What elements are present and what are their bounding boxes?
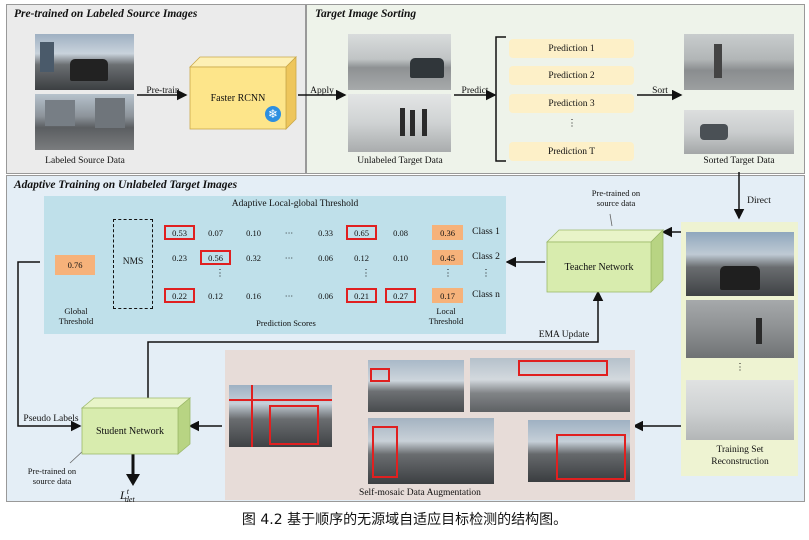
score-cell: 0.21 — [346, 288, 377, 303]
source-image-1 — [35, 34, 134, 90]
mosaic-tile-1 — [368, 360, 464, 412]
score-cell: 0.65 — [346, 225, 377, 240]
sorting-panel-title: Target Image Sorting — [315, 8, 417, 20]
class-label: Class n — [472, 290, 500, 300]
prediction-3: Prediction 3 — [509, 94, 634, 113]
local-threshold-cell: 0.45 — [432, 250, 463, 265]
score-ellipsis: ··· — [284, 227, 294, 238]
training-image-3 — [686, 380, 794, 440]
local-threshold-cell: 0.17 — [432, 288, 463, 303]
teacher-network-label: Teacher Network — [564, 261, 634, 273]
row-ellipsis: ⋮ — [361, 269, 371, 279]
unlabeled-target-label: Unlabeled Target Data — [357, 156, 443, 166]
prediction-2: Prediction 2 — [509, 66, 634, 85]
student-pretrained-note: Pre-trained on source data — [27, 466, 77, 486]
student-network-box — [80, 397, 192, 455]
pretrain-panel-title: Pre-trained on Labeled Source Images — [14, 8, 198, 20]
target-image-1 — [348, 34, 451, 90]
nms-box — [113, 219, 153, 309]
score-cell: 0.06 — [318, 252, 333, 263]
loss-subscript: det — [124, 495, 135, 505]
mosaic-tile-4 — [528, 420, 630, 482]
score-cell: 0.32 — [246, 252, 261, 263]
student-network-label: Student Network — [95, 425, 165, 437]
target-image-2 — [348, 94, 451, 152]
mosaic-result-image — [229, 385, 332, 447]
prediction-t: Prediction T — [509, 142, 634, 161]
mosaic-tile-3 — [368, 418, 494, 484]
mosaic-tile-2 — [470, 358, 630, 412]
score-ellipsis: ··· — [284, 290, 294, 301]
pseudo-labels-label: Pseudo Labels — [23, 414, 79, 424]
score-cell: 0.53 — [164, 225, 195, 240]
predictions-ellipsis: ⋮ — [567, 119, 577, 129]
global-threshold-value: 0.76 — [55, 255, 95, 275]
local-threshold-cell: 0.36 — [432, 225, 463, 240]
threshold-title: Adaptive Local-global Threshold — [231, 199, 359, 209]
sort-arrow-label: Sort — [652, 86, 668, 96]
pretrain-arrow-label: Pre-train — [146, 86, 180, 96]
direct-arrow-label: Direct — [747, 196, 771, 206]
snowflake-icon: ❄ — [265, 106, 281, 122]
score-cell: 0.12 — [208, 290, 223, 301]
self-mosaic-label: Self-mosaic Data Augmentation — [359, 488, 481, 498]
detection-loss: Ltdet — [120, 487, 135, 504]
score-cell: 0.12 — [354, 252, 369, 263]
training-image-2 — [686, 300, 794, 358]
score-cell: 0.08 — [393, 227, 408, 238]
score-cell: 0.06 — [318, 290, 333, 301]
loss-superscript: t — [126, 487, 129, 496]
score-cell: 0.10 — [393, 252, 408, 263]
class-label: Class 2 — [472, 252, 500, 262]
prediction-1: Prediction 1 — [509, 39, 634, 58]
score-cell: 0.27 — [385, 288, 416, 303]
sorted-target-label: Sorted Target Data — [703, 156, 775, 166]
sorted-image-2 — [684, 110, 794, 154]
predict-arrow-label: Predict — [461, 86, 489, 96]
ema-update-label: EMA Update — [538, 330, 590, 340]
adaptive-panel-title: Adaptive Training on Unlabeled Target Im… — [14, 179, 238, 191]
score-cell: 0.16 — [246, 290, 261, 301]
training-image-1 — [686, 232, 794, 296]
score-cell: 0.07 — [208, 227, 223, 238]
teacher-network-box — [546, 229, 664, 293]
labeled-source-label: Labeled Source Data — [45, 156, 125, 166]
loss-symbol: L — [120, 488, 127, 502]
faster-rcnn-box — [189, 56, 297, 130]
training-ellipsis: ⋮ — [735, 363, 745, 373]
score-cell: 0.22 — [164, 288, 195, 303]
source-image-2 — [35, 94, 134, 150]
local-threshold-label: Local Threshold — [428, 306, 464, 326]
global-threshold-label: Global Threshold — [58, 306, 94, 326]
nms-label: NMS — [122, 257, 144, 267]
class-label: Class 1 — [472, 227, 500, 237]
teacher-pretrained-note: Pre-trained on source data — [591, 188, 641, 208]
faster-rcnn-label: Faster RCNN — [210, 92, 266, 104]
sorted-image-1 — [684, 34, 794, 90]
row-ellipsis: ⋮ — [443, 269, 453, 279]
score-cell: 0.10 — [246, 227, 261, 238]
row-ellipsis: ⋮ — [481, 269, 491, 279]
training-set-label: Training Set Reconstruction — [711, 445, 769, 467]
score-cell: 0.33 — [318, 227, 333, 238]
apply-arrow-label: Apply — [310, 86, 334, 96]
row-ellipsis: ⋮ — [215, 269, 225, 279]
score-cell: 0.23 — [172, 252, 187, 263]
score-ellipsis: ··· — [284, 252, 294, 263]
score-cell: 0.56 — [200, 250, 231, 265]
prediction-scores-label: Prediction Scores — [256, 318, 316, 328]
figure-caption: 图 4.2 基于顺序的无源域自适应目标检测的结构图。 — [241, 512, 568, 528]
